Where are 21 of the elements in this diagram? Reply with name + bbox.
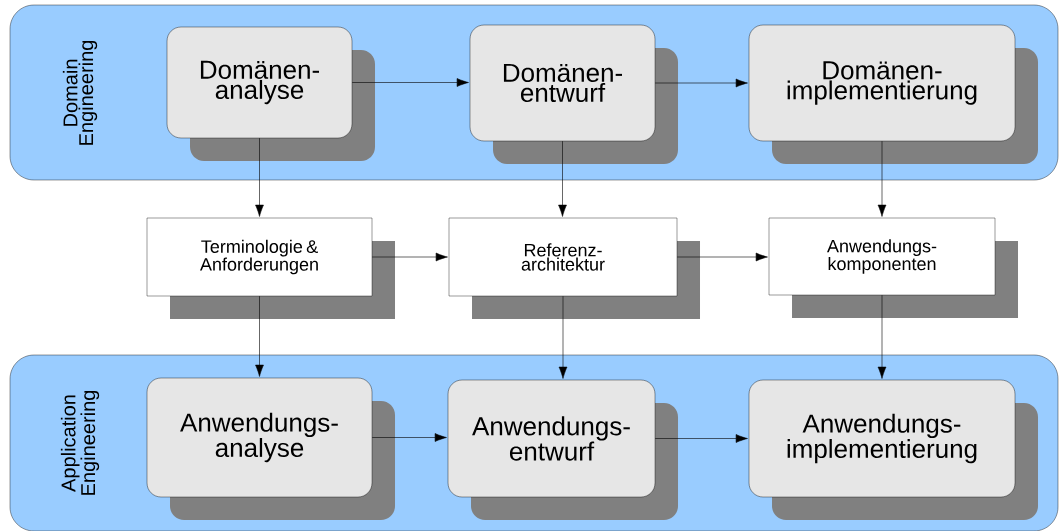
arrow <box>877 140 887 217</box>
process-box: Anwendungs- komponenten <box>768 217 1018 318</box>
arrow <box>255 137 264 217</box>
process-box: Anwendungs- entwurf <box>447 379 678 520</box>
arrow <box>558 140 567 217</box>
process-box: Anwendungs- analyse <box>146 377 395 520</box>
arrow <box>371 252 448 262</box>
process-box: Terminologie & Anforderungen <box>146 217 395 319</box>
arrow <box>676 252 768 262</box>
arrow <box>877 294 887 379</box>
arrow <box>351 78 469 87</box>
arrow <box>371 433 447 442</box>
process-box: Domänen- entwurf <box>469 24 678 164</box>
arrow <box>654 78 748 88</box>
arrow <box>255 295 264 377</box>
arrow <box>558 295 568 379</box>
process-box: Domänen- analyse <box>166 26 375 161</box>
process-box: Referenz- architektur <box>448 217 700 319</box>
process-box: Domänen- implementierung <box>748 24 1038 164</box>
process-box: Anwendungs- implementierung <box>748 379 1038 520</box>
arrow <box>654 434 748 443</box>
